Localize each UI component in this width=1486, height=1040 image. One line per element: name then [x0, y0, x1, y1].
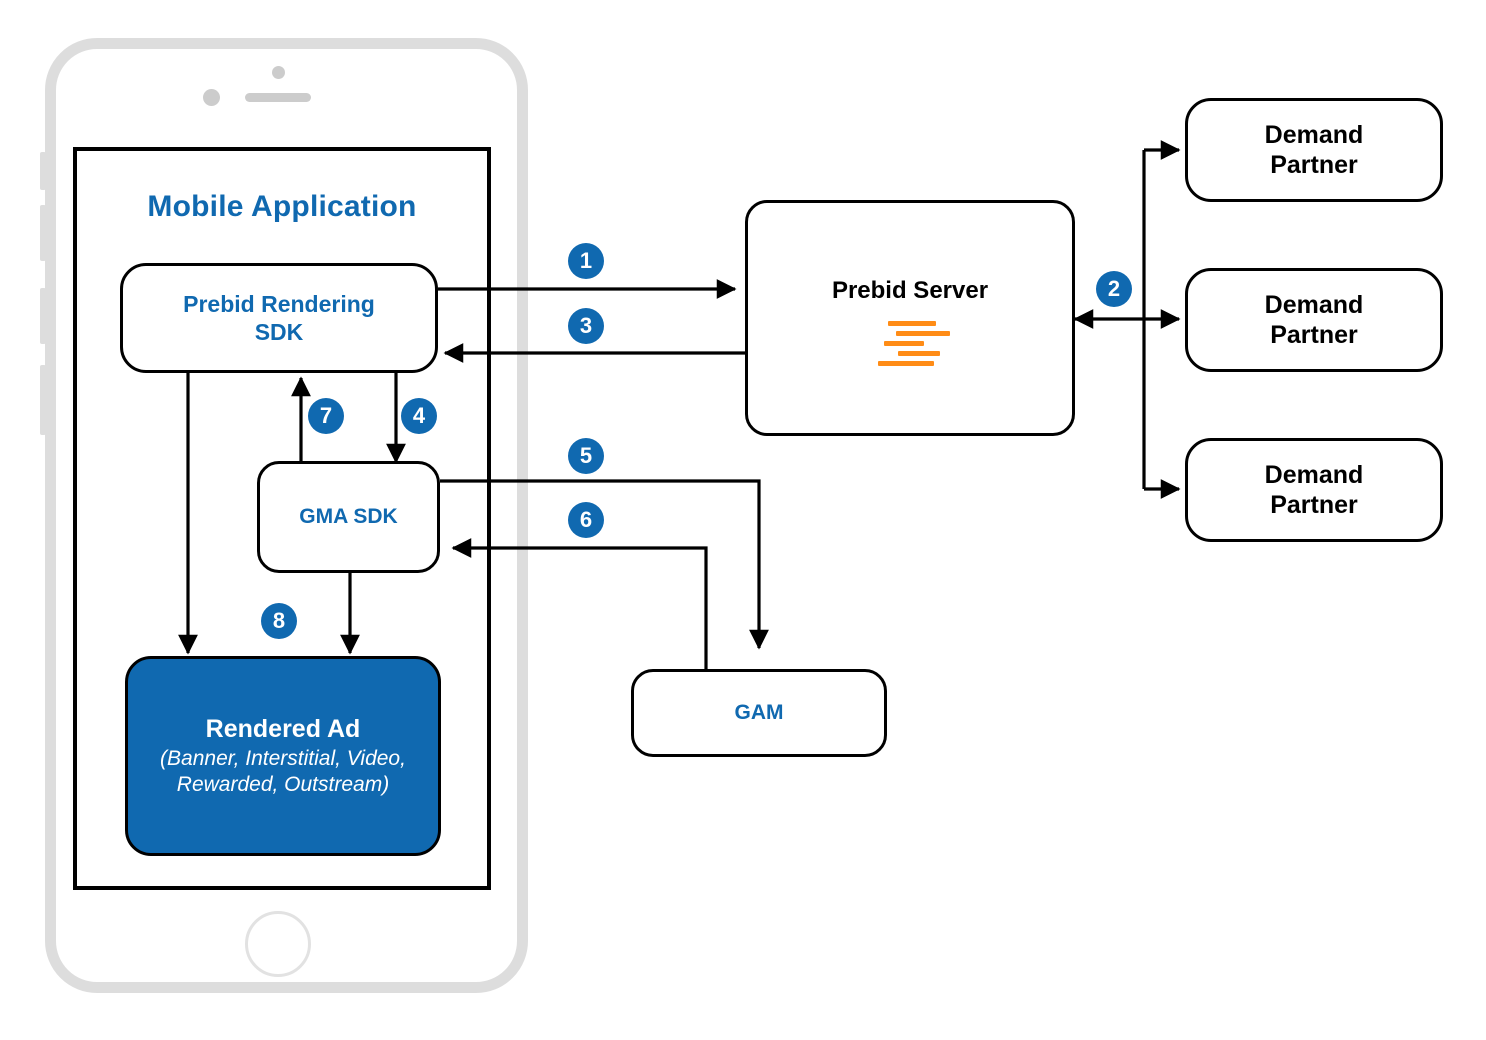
gam-label: GAM — [734, 701, 784, 724]
step-badge-3: 3 — [568, 308, 604, 344]
demand-partner-2-line2: Partner — [1270, 321, 1358, 349]
node-prebid-rendering-sdk[interactable]: Prebid Rendering SDK — [120, 263, 438, 373]
node-demand-partner-3[interactable]: Demand Partner — [1185, 438, 1443, 542]
step-badge-2-label: 2 — [1107, 276, 1121, 301]
step-badge-5-label: 5 — [579, 443, 593, 468]
rendered-ad-subtitle-line1: (Banner, Interstitial, Video, — [160, 747, 406, 771]
step-badge-1-label: 1 — [579, 248, 593, 273]
node-gma-sdk[interactable]: GMA SDK — [257, 461, 440, 573]
front-camera-icon — [203, 89, 220, 106]
step-badge-7: 7 — [308, 398, 344, 434]
demand-partner-1-line1: Demand — [1264, 121, 1364, 149]
demand-partner-2-line1: Demand — [1264, 291, 1364, 319]
flow-arrow-5 — [440, 479, 769, 650]
prebid-sdk-label-line2: SDK — [254, 319, 304, 345]
prebid-sdk-label-line1: Prebid Rendering — [183, 290, 375, 317]
step-badge-8: 8 — [261, 603, 297, 639]
step-badge-4-label: 4 — [412, 403, 426, 428]
mute-switch-button[interactable] — [40, 152, 46, 190]
demand-partner-3-line2: Partner — [1270, 491, 1358, 519]
node-rendered-ad[interactable]: Rendered Ad (Banner, Interstitial, Video… — [125, 656, 441, 856]
home-button-icon[interactable] — [245, 911, 311, 977]
step-badge-4: 4 — [401, 398, 437, 434]
demand-partner-1-line2: Partner — [1270, 151, 1358, 179]
step-badge-8-label: 8 — [272, 608, 286, 633]
proximity-sensor-icon — [272, 66, 285, 79]
rendered-ad-subtitle-line2: Rewarded, Outstream) — [176, 772, 390, 796]
power-button[interactable] — [40, 365, 46, 435]
step-badge-6-label: 6 — [579, 507, 593, 532]
node-prebid-server[interactable]: Prebid Server — [745, 200, 1075, 436]
flow-arrow-6 — [451, 538, 708, 672]
demand-partner-3-line1: Demand — [1264, 461, 1364, 489]
node-demand-partner-2[interactable]: Demand Partner — [1185, 268, 1443, 372]
volume-up-button[interactable] — [40, 205, 46, 261]
volume-down-button[interactable] — [40, 288, 46, 344]
step-badge-7-label: 7 — [319, 403, 333, 428]
node-gam[interactable]: GAM — [631, 669, 887, 757]
step-badge-3-label: 3 — [579, 313, 593, 338]
rendered-ad-title: Rendered Ad — [205, 714, 361, 743]
node-demand-partner-1[interactable]: Demand Partner — [1185, 98, 1443, 202]
step-badge-1: 1 — [568, 243, 604, 279]
prebid-logo-icon — [874, 319, 950, 366]
step-badge-2: 2 — [1096, 271, 1132, 307]
mobile-application-title: Mobile Application — [147, 190, 417, 223]
prebid-server-label: Prebid Server — [831, 277, 989, 304]
speaker-grille-icon — [245, 93, 311, 102]
gma-sdk-label: GMA SDK — [299, 505, 398, 528]
step-badge-5: 5 — [568, 438, 604, 474]
step-badge-6: 6 — [568, 502, 604, 538]
